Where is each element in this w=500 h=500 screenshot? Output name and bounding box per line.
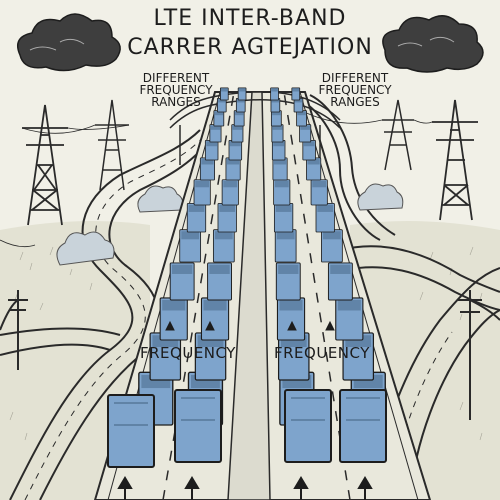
truck-cab-shade xyxy=(307,158,320,165)
road-label-frequency-left: FREQUENCY xyxy=(140,344,236,362)
truck-cab-shade xyxy=(210,125,221,130)
truck-cab-shade xyxy=(297,111,306,116)
truck-cab-shade xyxy=(345,335,372,347)
truck-cab-shade xyxy=(312,180,327,188)
arrow-up-icon xyxy=(357,476,373,500)
truck-cab-shade xyxy=(330,264,351,274)
truck-cab-shade xyxy=(181,231,200,240)
arrow-up-icon xyxy=(293,476,309,500)
truck-cab-shade xyxy=(227,158,240,165)
label-left-line-2: FREQUENCY xyxy=(139,83,213,97)
truck-cab-shade xyxy=(234,111,244,116)
truck-cab-shade xyxy=(273,158,287,165)
bushes xyxy=(56,183,404,266)
truck-cab-shade xyxy=(219,204,236,212)
truck-cab-shade xyxy=(197,335,224,347)
utility-poles xyxy=(0,290,500,420)
label-left-line-3: RANGES xyxy=(151,95,201,109)
truck-detail xyxy=(291,397,325,421)
truck-cab-shade xyxy=(271,99,280,103)
truck-cab-shade xyxy=(152,335,179,347)
label-different-frequency-ranges-left: DIFFERENT FREQUENCY RANGES xyxy=(116,72,236,108)
truck-cab-shade xyxy=(220,88,228,92)
truck-cab-shade xyxy=(272,125,283,130)
truck-cab-shade xyxy=(188,204,205,212)
truck-cab-shade xyxy=(279,299,303,311)
truck-cab-shade xyxy=(317,204,334,212)
arrow-up-icon-small xyxy=(165,320,335,331)
pylon-icon-left-near xyxy=(22,104,68,226)
truck-cab-shade xyxy=(162,299,186,311)
truck-cab-shade xyxy=(218,99,226,103)
label-right-line-3: RANGES xyxy=(330,95,380,109)
truck-cab-shade xyxy=(323,231,341,240)
truck-detail xyxy=(114,402,148,426)
vehicle-group xyxy=(107,87,387,468)
truck-cab-shade xyxy=(292,88,300,92)
direction-arrows xyxy=(117,320,373,500)
truck-cab-shade xyxy=(229,141,241,147)
truck-cab-shade xyxy=(214,111,224,116)
truck-icon xyxy=(107,394,155,468)
truck-cab-shade xyxy=(337,299,361,311)
pylon-icon-left-far xyxy=(95,99,129,191)
truck-cab-shade xyxy=(272,111,281,116)
truck-cab-shade xyxy=(195,180,210,188)
truck-cab-shade xyxy=(274,180,289,188)
truck-cab-shade xyxy=(303,141,315,147)
truck-cab-shade xyxy=(280,335,307,347)
truck-icon xyxy=(284,389,332,463)
label-right-line-2: FREQUENCY xyxy=(318,83,392,97)
truck-cab-shade xyxy=(237,99,245,103)
title-line-2: CARRER AGTEJATION xyxy=(127,35,373,60)
truck-cab-shade xyxy=(273,141,285,147)
cloud-icon-left xyxy=(17,13,121,72)
truck-cab-shade xyxy=(201,158,214,165)
truck-cab-shade xyxy=(300,125,310,130)
arrow-up-icon xyxy=(184,476,200,500)
truck-icon xyxy=(174,389,222,463)
truck-detail xyxy=(181,397,215,421)
pylon-icon-right-far xyxy=(382,99,414,171)
arrow-up-icon xyxy=(117,476,133,500)
label-different-frequency-ranges-right: DIFFERENT FREQUENCY RANGES xyxy=(295,72,415,108)
cloud-icon-right xyxy=(382,15,484,73)
title-line-1: LTE INTER-BAND xyxy=(153,6,347,31)
truck-detail xyxy=(346,397,380,421)
truck-cab-shade xyxy=(271,88,278,92)
truck-cab-shade xyxy=(223,180,238,188)
label-right-line-1: DIFFERENT xyxy=(321,71,389,85)
truck-cab-shade xyxy=(278,264,299,274)
truck-cab-shade xyxy=(276,231,295,240)
power-lines xyxy=(0,109,433,248)
truck-cab-shade xyxy=(171,264,193,274)
truck-cab-shade xyxy=(214,231,233,240)
truck-icon xyxy=(339,389,387,463)
truck-cab-shade xyxy=(238,88,246,92)
side-road-left xyxy=(0,129,211,500)
truck-cab-shade xyxy=(203,299,227,311)
truck-cab-shade xyxy=(294,99,303,103)
truck-cab-shade xyxy=(275,204,292,212)
road-label-frequency-right: FREQUENCY xyxy=(274,344,370,362)
truck-cab-shade xyxy=(232,125,243,130)
pylon-icon-right-near xyxy=(432,99,478,221)
label-left-line-1: DIFFERENT xyxy=(142,71,210,85)
truck-cab-shade xyxy=(206,141,218,147)
truck-cab-shade xyxy=(209,264,230,274)
